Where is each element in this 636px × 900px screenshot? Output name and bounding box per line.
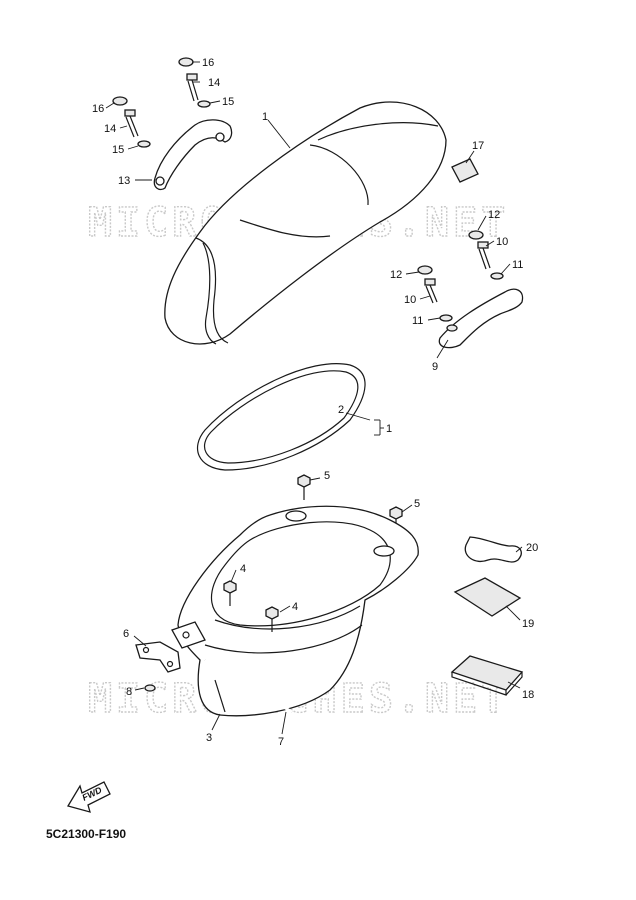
washer-11-lower[interactable] [439,314,453,322]
bolt-14-left[interactable] [124,109,139,138]
callout-6: 6 [123,628,129,640]
grab-handle-left[interactable] [153,119,233,191]
hinge-pin[interactable] [204,658,293,714]
cap-16-left[interactable] [112,96,128,106]
bolt-4-left[interactable] [223,580,237,606]
callout-17: 17 [472,140,484,152]
storage-box[interactable] [171,505,419,717]
callout-18: 18 [522,689,534,701]
callout-20: 20 [526,542,538,554]
callout-9: 9 [432,361,438,373]
callout-11-lower: 11 [412,315,423,327]
seat-seal-ring[interactable] [196,363,366,471]
leader-lines [105,61,523,735]
callout-10-upper: 10 [496,236,508,248]
callout-14-top: 14 [208,77,220,89]
bolt-14-top[interactable] [186,73,199,102]
tool-bag[interactable] [453,577,522,617]
bolt-5-right[interactable] [389,506,403,532]
callout-5-right: 5 [414,498,420,510]
bolt-10-upper[interactable] [477,241,491,270]
grab-handle-right[interactable] [438,288,524,349]
forward-direction-arrow: FWD [67,781,111,813]
washer-11-upper[interactable] [490,272,504,280]
callout-4-left: 4 [240,563,246,575]
bolt-5-left[interactable] [297,474,311,500]
hinge-bracket[interactable] [135,641,181,673]
callout-7: 7 [278,736,284,748]
bolt-10-lower[interactable] [424,278,438,304]
seat-part[interactable] [164,101,447,345]
washer-15-top[interactable] [197,100,211,108]
cap-12-lower[interactable] [417,265,433,275]
bolt-4-right[interactable] [265,606,279,632]
callout-1: 1 [262,111,268,123]
washer-15-left[interactable] [137,140,151,148]
callout-8: 8 [126,686,132,698]
callout-13: 13 [118,175,130,187]
callout-12-upper: 12 [488,209,500,221]
callout-16-left: 16 [92,103,104,115]
callout-14-left: 14 [104,123,116,135]
callout-15-left: 15 [112,144,124,156]
callout-1-assembly: 1 [386,423,392,435]
callout-16-top: 16 [202,57,214,69]
owners-manual[interactable] [450,655,524,696]
callout-15-top: 15 [222,96,234,108]
callout-12-lower: 12 [390,269,402,281]
callout-10-lower: 10 [404,294,416,306]
callout-3: 3 [206,732,212,744]
screw-8[interactable] [144,684,156,692]
callout-19: 19 [522,618,534,630]
callout-4-right: 4 [292,601,298,613]
cap-12-upper[interactable] [468,230,484,240]
callout-5-left: 5 [324,470,330,482]
label-sticker[interactable] [451,158,479,183]
callout-11-upper: 11 [512,259,523,271]
callout-2: 2 [338,404,344,416]
diagram-code: 5C21300-F190 [46,827,126,841]
tool-strap[interactable] [464,536,522,563]
cap-16-top[interactable] [178,57,194,67]
callout-numbers: 1 1 2 3 4 4 5 5 6 7 8 9 10 10 11 11 12 1… [92,57,538,748]
